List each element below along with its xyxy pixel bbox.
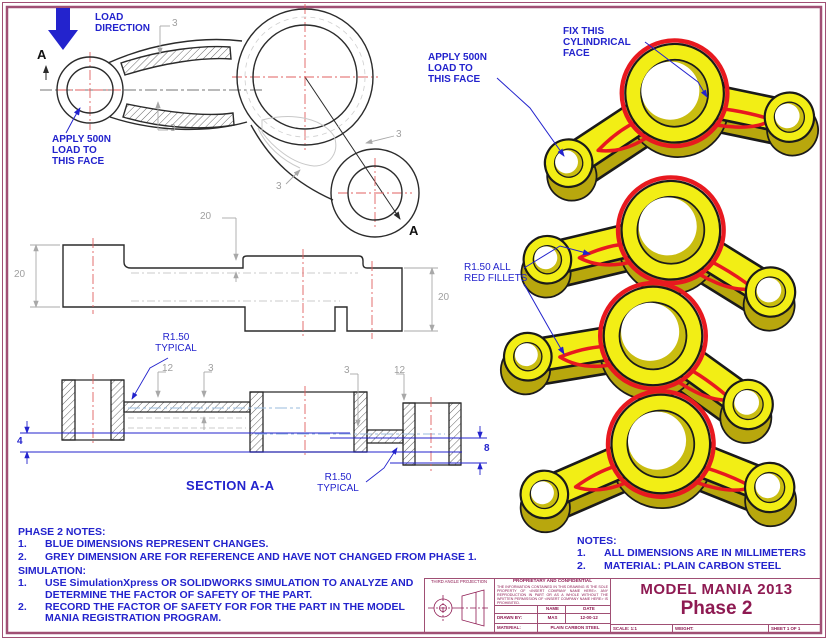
drawn-by-label: DRAWN BY: <box>494 613 537 623</box>
name-header: NAME <box>537 605 565 613</box>
note-item: 2. MATERIAL: PLAIN CARBON STEEL <box>577 559 819 572</box>
note-num: 1. <box>18 538 27 551</box>
section-dim-3-right: 3 <box>344 365 350 376</box>
section-dim-12-left: 12 <box>162 363 174 374</box>
section-dim-12-right: 12 <box>394 365 406 376</box>
scale-cell: SCALE: 1:1 <box>610 624 672 633</box>
simulation-notes-heading: SIMULATION: <box>18 564 87 577</box>
section-dim-3-left: 3 <box>208 363 214 374</box>
third-angle-projection-icon <box>428 589 489 627</box>
note-num: 2. <box>18 550 27 563</box>
note-item: 1. BLUE DIMENSIONS REPRESENT CHANGES. <box>18 538 543 551</box>
drawn-by-date: 12-00-12 <box>565 613 610 623</box>
pocket-dim-mid: 3 <box>276 181 282 192</box>
fillet-note-upper: R1.50 TYPICAL <box>155 332 197 355</box>
rib-dim-top: 3 <box>172 18 178 29</box>
note-item: 2. GREY DIMENSION ARE FOR REFERENCE AND … <box>18 550 543 563</box>
section-dim-4: 4 <box>17 436 23 447</box>
fix-face-label: FIX THIS CYLINDRICAL FACE <box>563 26 631 60</box>
side-dim-top-20: 20 <box>200 211 212 222</box>
note-item: 1. USE SimulationXpress OR SOLIDWORKS SI… <box>18 578 543 601</box>
note-item: 2. RECORD THE FACTOR OF SAFETY FOR FOR T… <box>18 600 543 625</box>
note-num: 1. <box>18 577 27 590</box>
section-title: SECTION A-A <box>186 478 275 493</box>
general-notes: NOTES: 1. ALL DIMENSIONS ARE IN MILLIMET… <box>577 535 819 573</box>
note-text: RECORD THE FACTOR OF SAFETY FOR FOR THE … <box>45 600 405 625</box>
general-notes-heading: NOTES: <box>577 535 617 547</box>
note-item: 1. ALL DIMENSIONS ARE IN MILLIMETERS <box>577 547 819 560</box>
section-marker-a-bottom: A <box>409 223 419 238</box>
phase2-notes-heading: PHASE 2 NOTES: <box>18 526 106 538</box>
proprietary-heading: PROPRIETARY AND CONFIDENTIAL <box>512 578 593 583</box>
table-header-blank <box>494 605 537 613</box>
apply-load-label-iso: APPLY 500N LOAD TO THIS FACE <box>428 52 487 86</box>
side-dim-right-20: 20 <box>438 292 450 303</box>
side-view <box>62 238 403 339</box>
red-fillets-label: R1.50 ALL RED FILLETS <box>464 262 528 285</box>
apply-load-label-front: APPLY 500N LOAD TO THIS FACE <box>52 134 111 168</box>
material-value: PLAIN CARBON STEEL <box>537 623 610 633</box>
note-num: 1. <box>577 547 586 560</box>
note-text: ALL DIMENSIONS ARE IN MILLIMETERS <box>604 547 806 560</box>
sheet-cell: SHEET 1 OF 1 <box>768 624 822 633</box>
drawing-title: MODEL MANIA 2013 <box>640 581 793 598</box>
weight-cell: WEIGHT: <box>672 624 768 633</box>
section-dim-8: 8 <box>484 443 490 454</box>
iso-leaders <box>496 41 708 355</box>
note-text: GREY DIMENSION ARE FOR REFERENCE AND HAV… <box>45 550 477 563</box>
side-view-dims <box>30 217 438 332</box>
date-header: DATE <box>565 605 610 613</box>
proprietary-cell: PROPRIETARY AND CONFIDENTIAL THE INFORMA… <box>494 578 610 605</box>
fillet-note-lower: R1.50 TYPICAL <box>317 472 359 495</box>
note-text: MATERIAL: PLAIN CARBON STEEL <box>604 559 782 572</box>
load-direction-label: LOAD DIRECTION <box>95 12 150 35</box>
pocket-dim-right: 3 <box>396 129 402 140</box>
projection-cell: THIRD ANGLE PROJECTION <box>430 579 488 584</box>
section-marker-a-top: A <box>37 47 47 62</box>
note-text: BLUE DIMENSIONS REPRESENT CHANGES. <box>45 538 269 551</box>
drawn-by-name: MAS <box>537 613 565 623</box>
front-view-dims <box>155 25 395 185</box>
title-block <box>424 578 822 633</box>
rib-dim-bottom: 3 <box>170 123 176 134</box>
load-direction-arrow <box>48 8 78 50</box>
proprietary-body: THE INFORMATION CONTAINED IN THIS DRAWIN… <box>497 584 608 605</box>
material-label: MATERIAL: <box>494 623 537 633</box>
note-num: 2. <box>18 600 27 613</box>
front-view <box>40 4 420 238</box>
front-apply-load-leader <box>65 107 81 134</box>
section-view <box>61 374 462 471</box>
note-text: USE SimulationXpress OR SOLIDWORKS SIMUL… <box>45 577 414 601</box>
drawing-subtitle: Phase 2 <box>680 598 753 619</box>
section-view-dims <box>20 357 487 483</box>
side-dim-left-20: 20 <box>14 269 26 280</box>
note-num: 2. <box>577 559 586 572</box>
title-cell: MODEL MANIA 2013 Phase 2 <box>610 578 822 624</box>
phase2-notes: PHASE 2 NOTES: 1. BLUE DIMENSIONS REPRES… <box>18 526 543 626</box>
